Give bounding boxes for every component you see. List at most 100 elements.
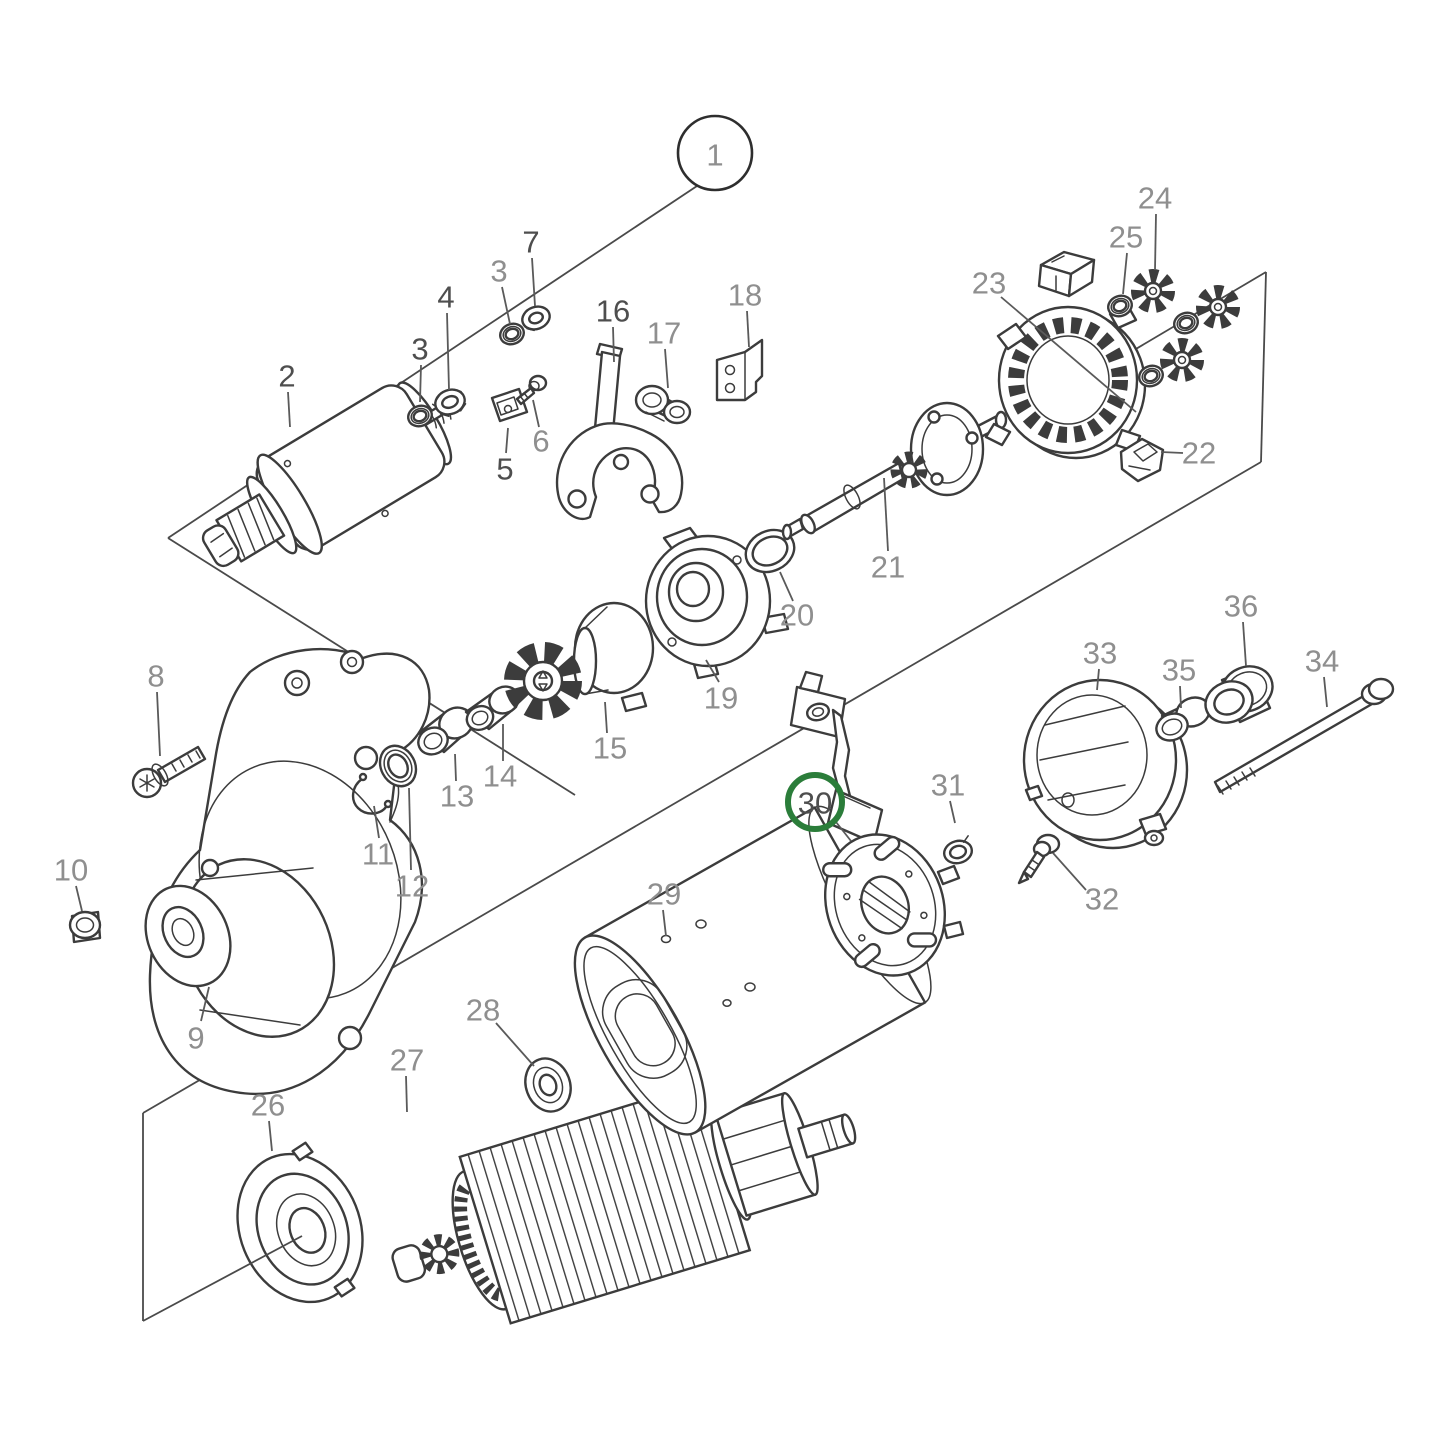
callout-36[interactable]: 36: [1224, 589, 1258, 624]
callout-leader-26: [268, 1120, 273, 1152]
part-gear-housing-19: [644, 526, 790, 680]
part-drive-housing-9: [144, 647, 431, 1096]
part-washer-28: [524, 1057, 572, 1113]
callout-number-28: 28: [466, 993, 500, 1028]
callout-leader-8: [156, 691, 161, 757]
callout-26[interactable]: 26: [251, 1088, 285, 1123]
callout-1[interactable]: 1: [676, 114, 754, 192]
part-through-bolt-34: [1213, 677, 1395, 795]
part-output-shaft-21: [781, 401, 1008, 541]
callout-number-3: 3: [490, 254, 507, 289]
callout-number-19: 19: [704, 681, 738, 716]
part-pivot-sleeve-17: [634, 384, 692, 425]
callout-8[interactable]: 8: [147, 659, 164, 694]
callout-7[interactable]: 7: [522, 225, 539, 260]
callout-3[interactable]: 3: [411, 332, 428, 367]
callout-leader-20: [779, 571, 794, 602]
part-nut-7: [521, 305, 551, 332]
callout-35[interactable]: 35: [1162, 653, 1196, 688]
callout-number-4: 4: [437, 280, 454, 315]
part-bushing-36: [1204, 665, 1274, 724]
callout-leader-7: [531, 257, 536, 307]
callout-number-27: 27: [390, 1043, 424, 1078]
callout-leader-36: [1242, 621, 1247, 667]
callout-10[interactable]: 10: [54, 853, 88, 888]
callout-17[interactable]: 17: [647, 316, 681, 351]
callout-22[interactable]: 22: [1182, 436, 1216, 471]
part-oring-20: [744, 528, 796, 574]
callout-25[interactable]: 25: [1109, 220, 1143, 255]
callout-29[interactable]: 29: [647, 877, 681, 912]
highlighted-callout-30[interactable]: 30: [785, 772, 845, 832]
callout-4[interactable]: 4: [437, 280, 454, 315]
callout-leader-23: [1000, 296, 1137, 413]
part-engagement-lever-16: [555, 342, 684, 521]
callout-5[interactable]: 5: [496, 452, 513, 487]
callout-6[interactable]: 6: [532, 424, 549, 459]
callout-20[interactable]: 20: [780, 598, 814, 633]
part-lock-washer-31: [942, 835, 974, 865]
part-screw-32: [1017, 833, 1061, 885]
callout-28[interactable]: 28: [466, 993, 500, 1028]
callout-number-20: 20: [780, 598, 814, 633]
callout-number-6: 6: [532, 424, 549, 459]
callout-18[interactable]: 18: [728, 278, 762, 313]
callout-33[interactable]: 33: [1083, 636, 1117, 671]
callout-leader-21: [883, 477, 889, 552]
callout-23[interactable]: 23: [972, 266, 1006, 301]
assembly-callout-circle: [676, 114, 754, 192]
callout-number-7: 7: [522, 225, 539, 260]
part-bushing-35: [1155, 696, 1211, 742]
callout-number-21: 21: [871, 550, 905, 585]
callout-13[interactable]: 13: [440, 779, 474, 814]
callout-number-15: 15: [593, 731, 627, 766]
callout-31[interactable]: 31: [931, 768, 965, 803]
callout-24[interactable]: 24: [1138, 181, 1172, 216]
callout-11[interactable]: 11: [362, 837, 394, 872]
callout-3[interactable]: 3: [490, 254, 507, 289]
callout-leader-19: [705, 659, 720, 683]
highlight-circle: [785, 772, 845, 832]
callout-leader-35: [1179, 685, 1182, 709]
callout-leader-4: [446, 312, 450, 391]
part-ring-gear-23: [984, 304, 1147, 460]
callout-leader-28: [495, 1022, 535, 1067]
callout-leader-12: [408, 787, 412, 871]
callout-number-33: 33: [1083, 636, 1117, 671]
callout-number-11: 11: [362, 837, 394, 872]
callout-number-25: 25: [1109, 220, 1143, 255]
callout-27[interactable]: 27: [390, 1043, 424, 1078]
callout-leader-27: [405, 1075, 408, 1113]
callout-leader-30: [835, 821, 852, 842]
callout-leader-3: [419, 364, 422, 403]
callout-leader-34: [1323, 676, 1328, 708]
callout-leader-32: [1052, 852, 1087, 891]
callout-15[interactable]: 15: [593, 731, 627, 766]
callout-number-30: 30: [798, 786, 832, 821]
callout-19[interactable]: 19: [704, 681, 738, 716]
part-stop-wedge-22: [1119, 437, 1165, 483]
callout-number-18: 18: [728, 278, 762, 313]
callout-21[interactable]: 21: [871, 550, 905, 585]
callout-leader-22: [1160, 451, 1184, 454]
part-snap-ring-11: [351, 772, 393, 815]
callout-9[interactable]: 9: [187, 1021, 204, 1056]
callout-2[interactable]: 2: [278, 359, 295, 394]
callout-12[interactable]: 12: [395, 869, 429, 904]
callout-16[interactable]: 16: [596, 294, 630, 329]
callout-number-17: 17: [647, 316, 681, 351]
callout-34[interactable]: 34: [1305, 644, 1339, 679]
callout-leader-15: [604, 701, 608, 734]
callout-leader-11: [373, 805, 380, 839]
callout-number-35: 35: [1162, 653, 1196, 688]
callout-32[interactable]: 32: [1085, 882, 1119, 917]
callout-leader-25: [1122, 252, 1128, 295]
parts-artwork: [68, 250, 1395, 1325]
callout-14[interactable]: 14: [483, 759, 517, 794]
part-washer-3a: [496, 319, 528, 349]
part-seal-12: [378, 744, 418, 788]
callout-leader-5: [505, 427, 509, 454]
